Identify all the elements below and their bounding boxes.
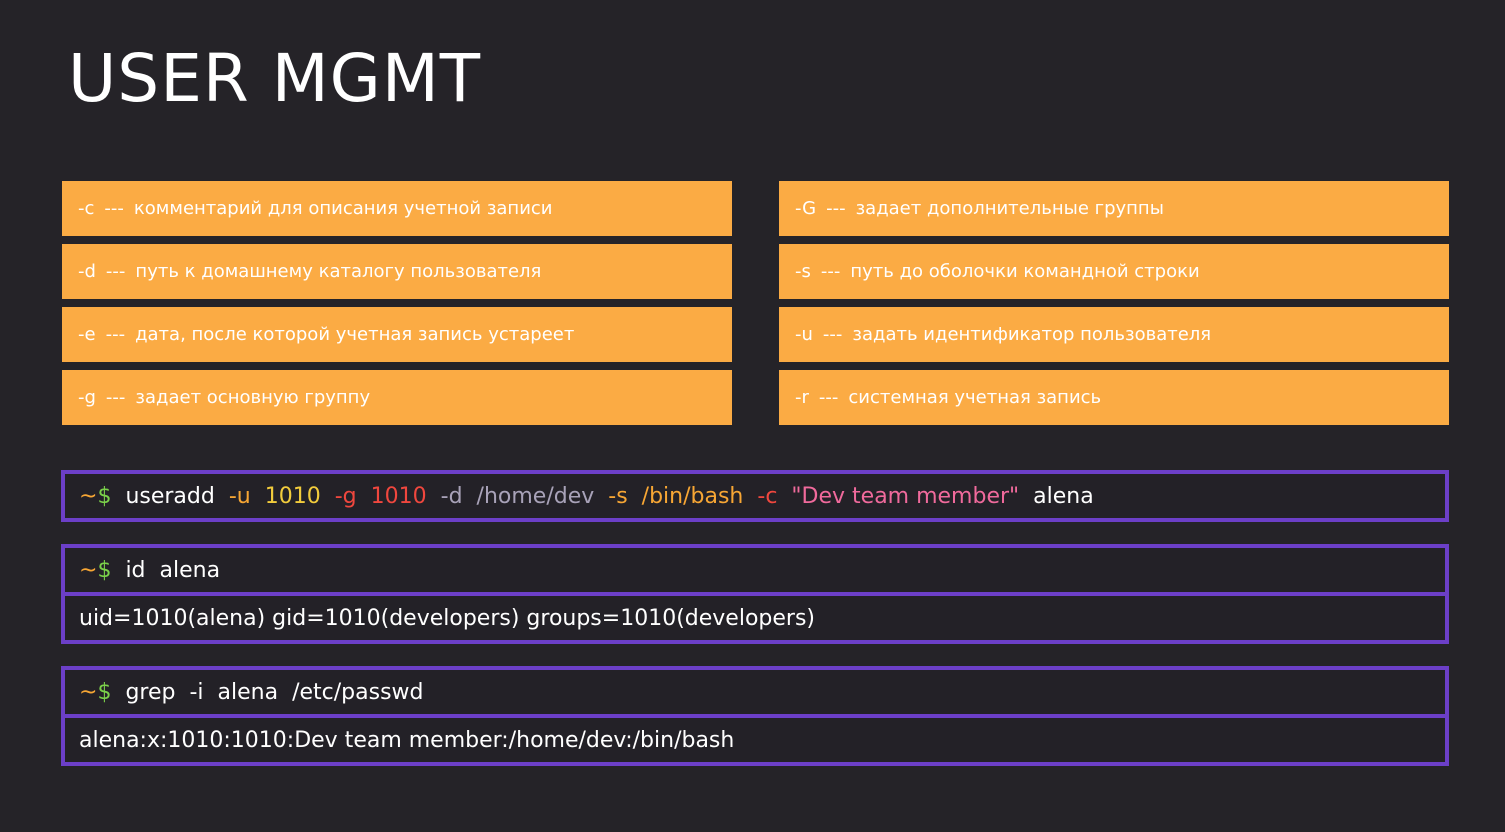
option-description: дата, после которой учетная запись устар… xyxy=(135,324,575,345)
option-flag: -e xyxy=(78,324,96,345)
option-separator: --- xyxy=(822,324,843,345)
option-separator: --- xyxy=(818,387,839,408)
option-description: путь к домашнему каталогу пользователя xyxy=(135,261,542,282)
prompt-tilde: ~ xyxy=(79,483,98,509)
shell-prompt: ~$ xyxy=(79,680,111,705)
option-G: -G --- задает дополнительные группы xyxy=(779,181,1449,236)
prompt-dollar: $ xyxy=(97,679,112,705)
option-d: -d --- путь к домашнему каталогу пользов… xyxy=(62,244,732,299)
command-line[interactable]: ~$ grep -i alena /etc/passwd xyxy=(65,670,1445,714)
command-token: /home/dev xyxy=(476,483,595,509)
prompt-tilde: ~ xyxy=(79,679,98,705)
option-separator: --- xyxy=(820,261,841,282)
option-u: -u --- задать идентификатор пользователя xyxy=(779,307,1449,362)
option-flag: -u xyxy=(795,324,813,345)
option-r: -r --- системная учетная запись xyxy=(779,370,1449,425)
option-flag: -d xyxy=(78,261,96,282)
command-token: -i xyxy=(189,679,204,705)
shell-prompt: ~$ xyxy=(79,558,111,583)
option-description: комментарий для описания учетной записи xyxy=(133,198,553,219)
option-flag: -G xyxy=(795,198,817,219)
command-token: alena xyxy=(1033,483,1094,509)
command-line[interactable]: ~$ useradd -u 1010 -g 1010 -d /home/dev … xyxy=(65,474,1445,518)
command-token: /etc/passwd xyxy=(292,679,424,705)
option-description: задает дополнительные группы xyxy=(855,198,1164,219)
option-g: -g --- задает основную группу xyxy=(62,370,732,425)
prompt-tilde: ~ xyxy=(79,557,98,583)
command-token: /bin/bash xyxy=(641,483,744,509)
command-line[interactable]: ~$ id alena xyxy=(65,548,1445,592)
option-description: системная учетная запись xyxy=(848,387,1102,408)
option-flag: -c xyxy=(78,198,95,219)
option-separator: --- xyxy=(105,324,126,345)
command-output: uid=1010(alena) gid=1010(developers) gro… xyxy=(65,592,1445,640)
prompt-dollar: $ xyxy=(97,483,112,509)
option-separator: --- xyxy=(104,198,124,219)
command-token: -s xyxy=(608,483,628,509)
terminal-grep-block: ~$ grep -i alena /etc/passwd alena:x:101… xyxy=(61,666,1449,766)
shell-prompt: ~$ xyxy=(79,484,111,509)
option-s: -s --- путь до оболочки командной строки xyxy=(779,244,1449,299)
command-token: "Dev team member" xyxy=(791,483,1020,509)
command-token: grep xyxy=(125,679,176,705)
command-token: alena xyxy=(159,557,221,583)
terminal-id-block: ~$ id alena uid=1010(alena) gid=1010(dev… xyxy=(61,544,1449,644)
option-flag: -g xyxy=(78,387,96,408)
command-token: -c xyxy=(757,483,778,509)
command-token: alena xyxy=(217,679,279,705)
command-token: -g xyxy=(334,483,357,509)
option-separator: --- xyxy=(826,198,846,219)
options-left-column: -c --- комментарий для описания учетной … xyxy=(62,181,732,433)
command-token: 1010 xyxy=(370,483,427,509)
command-token: -d xyxy=(440,483,463,509)
command-token: 1010 xyxy=(264,483,321,509)
option-separator: --- xyxy=(105,261,126,282)
page-title: USER MGMT xyxy=(68,40,482,117)
command-token: useradd xyxy=(125,483,215,509)
option-flag: -s xyxy=(795,261,811,282)
option-e: -e --- дата, после которой учетная запис… xyxy=(62,307,732,362)
prompt-dollar: $ xyxy=(97,557,112,583)
option-flag: -r xyxy=(795,387,809,408)
option-separator: --- xyxy=(105,387,126,408)
options-right-column: -G --- задает дополнительные группы -s -… xyxy=(779,181,1449,433)
option-description: задать идентификатор пользователя xyxy=(852,324,1212,345)
option-c: -c --- комментарий для описания учетной … xyxy=(62,181,732,236)
option-description: путь до оболочки командной строки xyxy=(850,261,1200,282)
command-output: alena:x:1010:1010:Dev team member:/home/… xyxy=(65,714,1445,762)
option-description: задает основную группу xyxy=(135,387,371,408)
command-token: id xyxy=(125,557,146,583)
command-token: -u xyxy=(228,483,251,509)
terminal-useradd-block: ~$ useradd -u 1010 -g 1010 -d /home/dev … xyxy=(61,470,1449,522)
